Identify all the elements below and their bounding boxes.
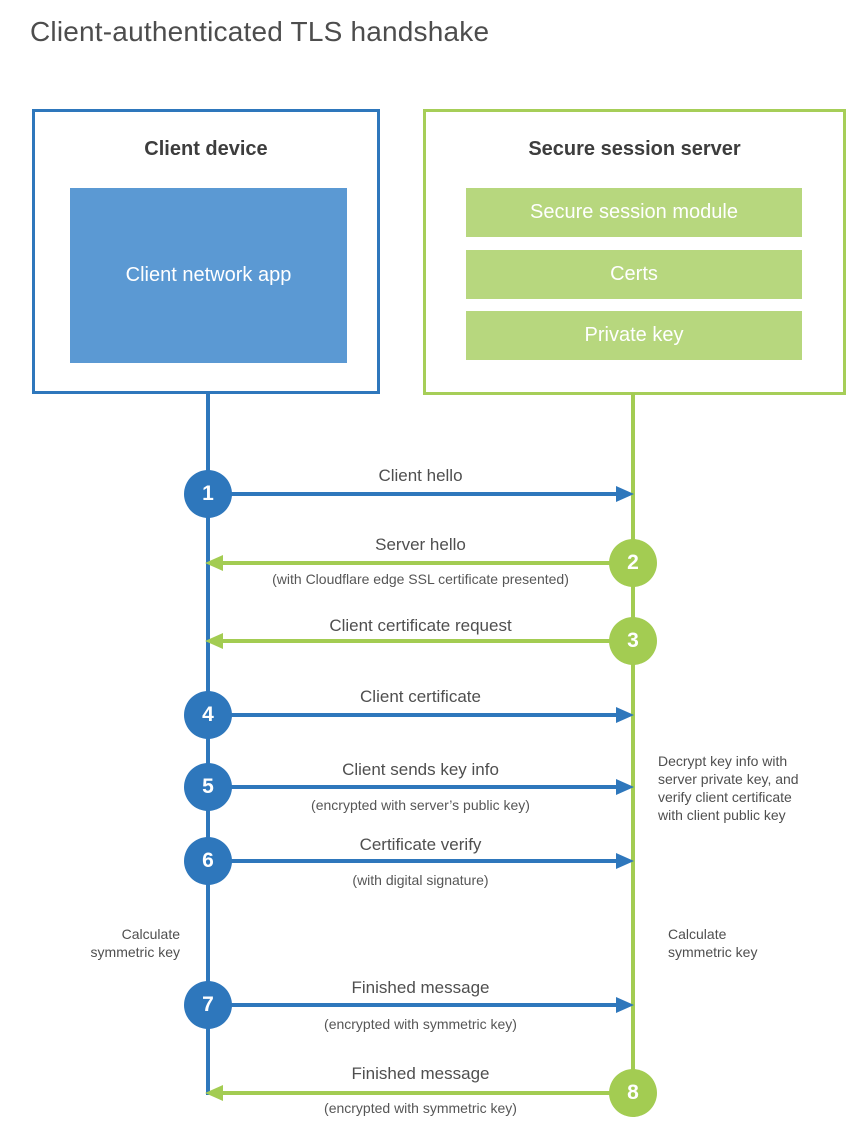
step-7-arrow-line (208, 1003, 616, 1007)
client-calculate-symmetric-key-note: Calculate symmetric key (90, 926, 180, 960)
server-module-secure-session: Secure session module (466, 188, 802, 237)
step-8-sublabel: (encrypted with symmetric key) (324, 1100, 517, 1116)
step-3-arrow-line (223, 639, 633, 643)
secure-session-server-box: Secure session server Secure session mod… (423, 109, 846, 395)
step-7-label: Finished message (351, 978, 490, 997)
step-6-badge: 6 (184, 837, 232, 885)
step-8-badge: 8 (609, 1069, 657, 1117)
step-6-arrowhead-right-icon (616, 853, 634, 869)
step-5-label: Client sends key info (342, 760, 499, 779)
server-calculate-symmetric-key-note: Calculate symmetric key (668, 926, 758, 960)
server-decrypt-note: Decrypt key info with server private key… (658, 753, 799, 823)
step-3-label: Client certificate request (329, 616, 512, 635)
step-5-arrowhead-right-icon (616, 779, 634, 795)
server-module-certs: Certs (466, 250, 802, 299)
step-1-arrowhead-right-icon (616, 486, 634, 502)
step-2-badge: 2 (609, 539, 657, 587)
secure-session-server-title: Secure session server (528, 138, 741, 160)
step-5-sublabel: (encrypted with server’s public key) (311, 797, 530, 813)
step-6-sublabel: (with digital signature) (352, 872, 489, 888)
step-4-arrow-line (208, 713, 616, 717)
server-lifeline (631, 393, 635, 1095)
step-1-badge: 1 (184, 470, 232, 518)
step-3-arrowhead-left-icon (205, 633, 223, 649)
client-device-title: Client device (144, 138, 268, 160)
step-4-label: Client certificate (360, 687, 481, 706)
step-2-arrowhead-left-icon (205, 555, 223, 571)
step-1-arrow-line (208, 492, 616, 496)
step-8-label: Finished message (351, 1064, 490, 1083)
step-4-badge: 4 (184, 691, 232, 739)
step-8-arrow-line (223, 1091, 633, 1095)
step-2-sublabel: (with Cloudflare edge SSL certificate pr… (272, 571, 569, 587)
step-6-arrow-line (208, 859, 616, 863)
step-6-label: Certificate verify (359, 835, 482, 854)
step-7-badge: 7 (184, 981, 232, 1029)
step-7-sublabel: (encrypted with symmetric key) (324, 1016, 517, 1032)
step-7-arrowhead-right-icon (616, 997, 634, 1013)
page-title: Client-authenticated TLS handshake (30, 16, 490, 47)
step-4-arrowhead-right-icon (616, 707, 634, 723)
step-2-label: Server hello (375, 535, 466, 554)
client-network-app-label: Client network app (125, 264, 292, 286)
client-device-box: Client device Client network app (32, 109, 380, 394)
step-3-badge: 3 (609, 617, 657, 665)
step-2-arrow-line (223, 561, 633, 565)
step-1-label: Client hello (378, 466, 463, 485)
server-module-private-key: Private key (466, 311, 802, 360)
step-5-badge: 5 (184, 763, 232, 811)
step-5-arrow-line (208, 785, 616, 789)
step-8-arrowhead-left-icon (205, 1085, 223, 1101)
client-lifeline (206, 392, 210, 1095)
client-network-app-box: Client network app (70, 188, 347, 363)
